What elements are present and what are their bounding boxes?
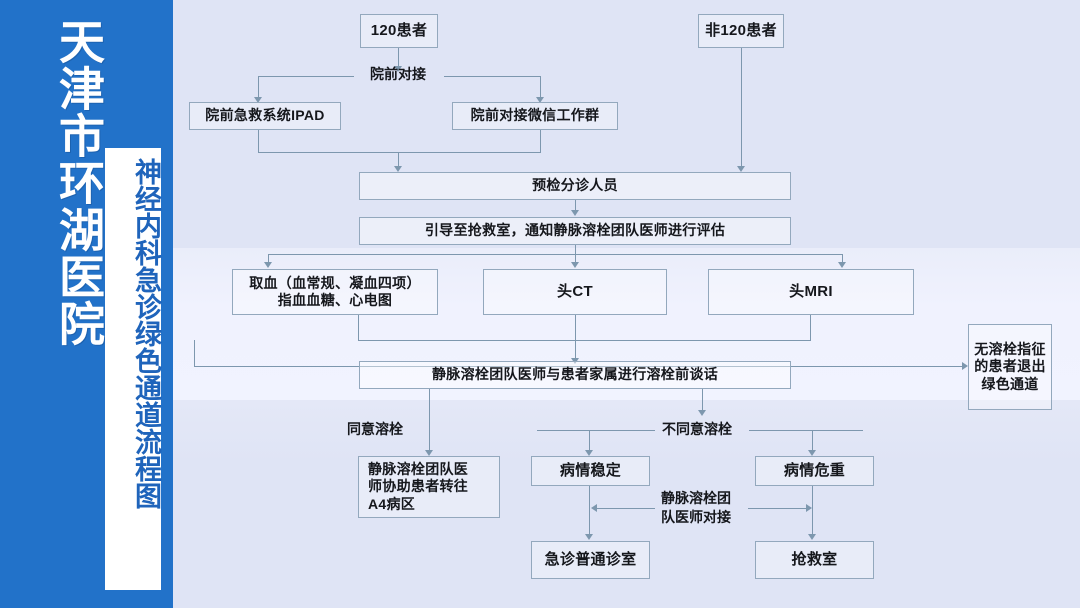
node-guide-to-resus-label: 引导至抢救室，通知静脉溶栓团队医师进行评估	[424, 222, 726, 239]
node-blood-draw-line1: 取血（血常规、凝血四项）	[249, 274, 421, 291]
arrowhead-link-to-ipad	[254, 97, 262, 103]
node-condition-stable[interactable]: 病情稳定	[531, 456, 650, 486]
arrowhead-fanout-to-blood	[264, 262, 272, 268]
arrowhead-handover-right	[806, 504, 812, 512]
connector-agree-down	[429, 389, 430, 452]
hospital-name: 天津市环湖医院	[53, 18, 105, 347]
node-blood-draw-line2: 指血血糖、心电图	[277, 292, 393, 308]
chart-title: 神经内科急诊绿色通道流程图	[131, 158, 161, 509]
connector-ct-down	[575, 315, 576, 340]
node-head-ct-label: 头CT	[557, 282, 593, 300]
label-agree: 同意溶栓	[347, 421, 403, 437]
arrowhead-handover-left	[591, 504, 597, 512]
connector-exam-merge-bar	[358, 340, 811, 341]
node-patient-non120-label: 非120患者	[705, 21, 777, 39]
connector-stable-down	[589, 486, 590, 536]
background-band-top	[173, 0, 1080, 248]
label-team-handover-line1: 静脉溶栓团	[661, 490, 731, 506]
node-guide-to-resus[interactable]: 引导至抢救室，通知静脉溶栓团队医师进行评估	[359, 217, 791, 245]
connector-exam-fanout-bar	[268, 254, 843, 255]
node-no-indication-exit[interactable]: 无溶栓指征的患者退出绿色通道	[968, 324, 1052, 410]
background-band-bottom	[173, 400, 1080, 608]
node-patient-non120[interactable]: 非120患者	[698, 14, 784, 48]
connector-disagree-to-critical	[812, 430, 813, 452]
connector-handover-left-bar	[597, 508, 655, 509]
node-patient-120[interactable]: 120患者	[360, 14, 438, 48]
connector-fanout-to-ct	[575, 254, 576, 264]
arrowhead-fanout-to-mri	[838, 262, 846, 268]
node-transfer-a4-line2: 师协助患者转往	[368, 478, 469, 495]
left-banner: 天津市环湖医院 神经内科急诊绿色通道流程图	[0, 0, 173, 608]
node-patient-120-label: 120患者	[370, 21, 428, 39]
label-disagree: 不同意溶栓	[662, 421, 732, 437]
arrowhead-agree-down	[425, 450, 433, 456]
arrowhead-link-to-wechat	[536, 97, 544, 103]
node-transfer-a4-line3: A4病区	[368, 495, 416, 512]
connector-merge-to-triage	[398, 152, 399, 168]
node-triage-staff[interactable]: 预检分诊人员	[359, 172, 791, 200]
node-head-ct[interactable]: 头CT	[483, 269, 667, 315]
connector-blood-down	[358, 315, 359, 340]
connector-merge-bar	[258, 152, 541, 153]
arrowhead-fanout-to-ct	[571, 262, 579, 268]
connector-ipad-down	[258, 130, 259, 152]
connector-critical-down	[812, 486, 813, 536]
connector-link-bar-left	[258, 76, 354, 77]
arrowhead-merge-to-triage	[394, 166, 402, 172]
arrowhead-to-stable	[585, 450, 593, 456]
node-resus-room-label: 抢救室	[791, 550, 838, 568]
connector-link-bar-right	[444, 76, 540, 77]
node-transfer-a4[interactable]: 静脉溶栓团队医 师协助患者转往 A4病区	[358, 456, 500, 518]
node-ipad-system-label: 院前急救系统IPAD	[205, 107, 325, 124]
connector-merge-to-talk	[575, 340, 576, 360]
connector-triage-to-guide	[575, 200, 576, 212]
node-condition-stable-label: 病情稳定	[559, 461, 622, 479]
arrowhead-critical-to-resus	[808, 534, 816, 540]
connector-link-to-ipad	[258, 76, 259, 98]
node-ipad-system[interactable]: 院前急救系统IPAD	[189, 102, 341, 130]
node-pre-thrombolysis-talk-label: 静脉溶栓团队医师与患者家属进行溶栓前谈话	[432, 366, 718, 383]
connector-fanout-to-blood	[268, 254, 269, 264]
connector-disagree-down	[702, 389, 703, 412]
connector-guide-down	[575, 245, 576, 254]
node-transfer-a4-line1: 静脉溶栓团队医	[368, 460, 469, 477]
arrowhead-non120-to-triage	[737, 166, 745, 172]
node-condition-critical[interactable]: 病情危重	[755, 456, 874, 486]
connector-disagree-to-stable	[589, 430, 590, 452]
node-condition-critical-label: 病情危重	[783, 461, 846, 479]
arrowhead-to-critical	[808, 450, 816, 456]
background-band-middle	[173, 248, 1080, 400]
connector-non120-down	[741, 48, 742, 168]
connector-120-to-link	[398, 48, 399, 67]
connector-to-exit	[194, 366, 964, 367]
node-blood-draw[interactable]: 取血（血常规、凝血四项） 指血血糖、心电图	[232, 269, 438, 315]
connector-mri-down	[810, 315, 811, 340]
arrowhead-disagree-down	[698, 410, 706, 416]
connector-disagree-bar-right	[749, 430, 863, 431]
node-resus-room[interactable]: 抢救室	[755, 541, 874, 579]
connector-exit-riser	[194, 340, 195, 366]
node-emergency-clinic[interactable]: 急诊普通诊室	[531, 541, 650, 579]
node-triage-staff-label: 预检分诊人员	[532, 177, 618, 194]
chart-title-box: 神经内科急诊绿色通道流程图	[105, 148, 161, 590]
node-pre-thrombolysis-talk[interactable]: 静脉溶栓团队医师与患者家属进行溶栓前谈话	[359, 361, 791, 389]
node-head-mri-label: 头MRI	[789, 282, 833, 300]
arrowhead-stable-to-clinic	[585, 534, 593, 540]
arrowhead-to-exit	[962, 362, 968, 370]
node-emergency-clinic-label: 急诊普通诊室	[544, 550, 637, 568]
connector-wechat-down	[540, 130, 541, 152]
arrowhead-triage-to-guide	[571, 210, 579, 216]
connector-fanout-to-mri	[842, 254, 843, 264]
label-team-handover-line2: 队医师对接	[661, 509, 731, 525]
node-no-indication-exit-label: 无溶栓指征的患者退出绿色通道	[974, 340, 1046, 392]
node-wechat-group-label: 院前对接微信工作群	[470, 107, 600, 124]
arrowhead-120-to-link	[394, 66, 402, 72]
connector-handover-right-bar	[748, 508, 806, 509]
connector-link-to-wechat	[540, 76, 541, 98]
connector-disagree-bar-left	[537, 430, 655, 431]
node-wechat-group[interactable]: 院前对接微信工作群	[452, 102, 618, 130]
node-head-mri[interactable]: 头MRI	[708, 269, 914, 315]
label-prehospital-link: 院前对接	[370, 66, 426, 82]
